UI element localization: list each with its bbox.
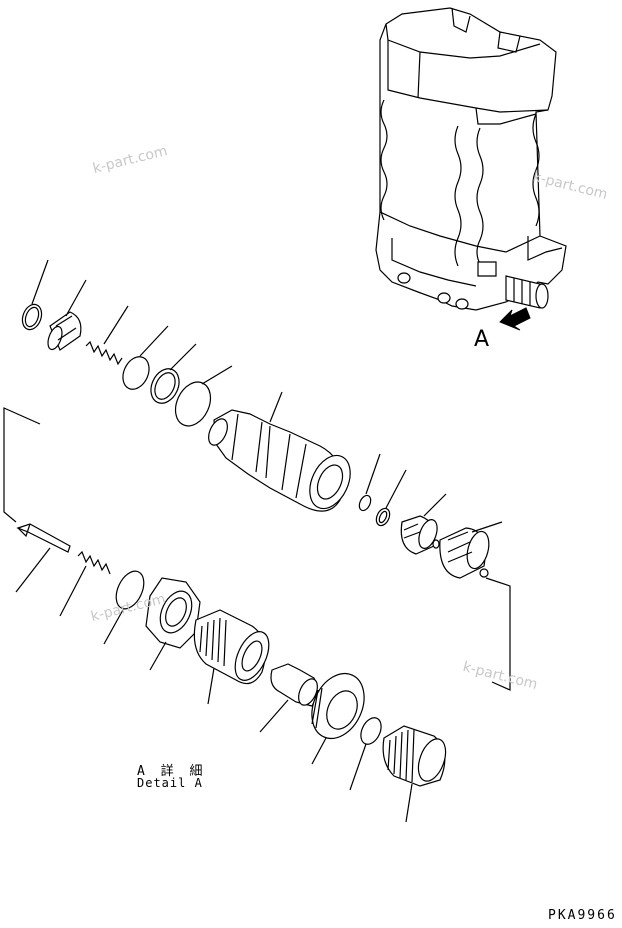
part-plug xyxy=(383,726,451,786)
part-washer-nut xyxy=(302,665,374,747)
part-spring-1 xyxy=(86,342,122,364)
part-retainer-1 xyxy=(45,312,81,351)
part-lock-nut xyxy=(146,578,200,648)
part-pin xyxy=(18,524,70,552)
part-backup-ring-1 xyxy=(146,364,185,408)
part-poppet xyxy=(271,664,321,708)
part-o-ring-1 xyxy=(118,353,154,394)
part-end-cap xyxy=(440,528,493,578)
part-o-ring-4 xyxy=(111,567,150,613)
drawing-number: PKA9966 xyxy=(548,908,617,923)
part-adjust-screw xyxy=(194,610,275,685)
part-valve-sleeve xyxy=(205,410,358,515)
part-o-ring-5 xyxy=(357,715,385,748)
part-o-ring-3 xyxy=(357,494,373,513)
part-spring-2 xyxy=(78,552,110,574)
detail-label-english: Detail A xyxy=(137,776,203,790)
view-a-arrow xyxy=(500,308,530,330)
part-snap-ring-1 xyxy=(19,302,45,333)
leader-lines xyxy=(16,260,502,822)
part-snap-ring-2 xyxy=(374,506,392,527)
detail-label-japanese: A 詳 細 xyxy=(137,764,207,779)
assembly-center-lines xyxy=(4,408,510,690)
part-piston xyxy=(401,516,440,554)
view-a-label: A xyxy=(474,327,490,352)
valve-body-assembly xyxy=(376,8,566,310)
